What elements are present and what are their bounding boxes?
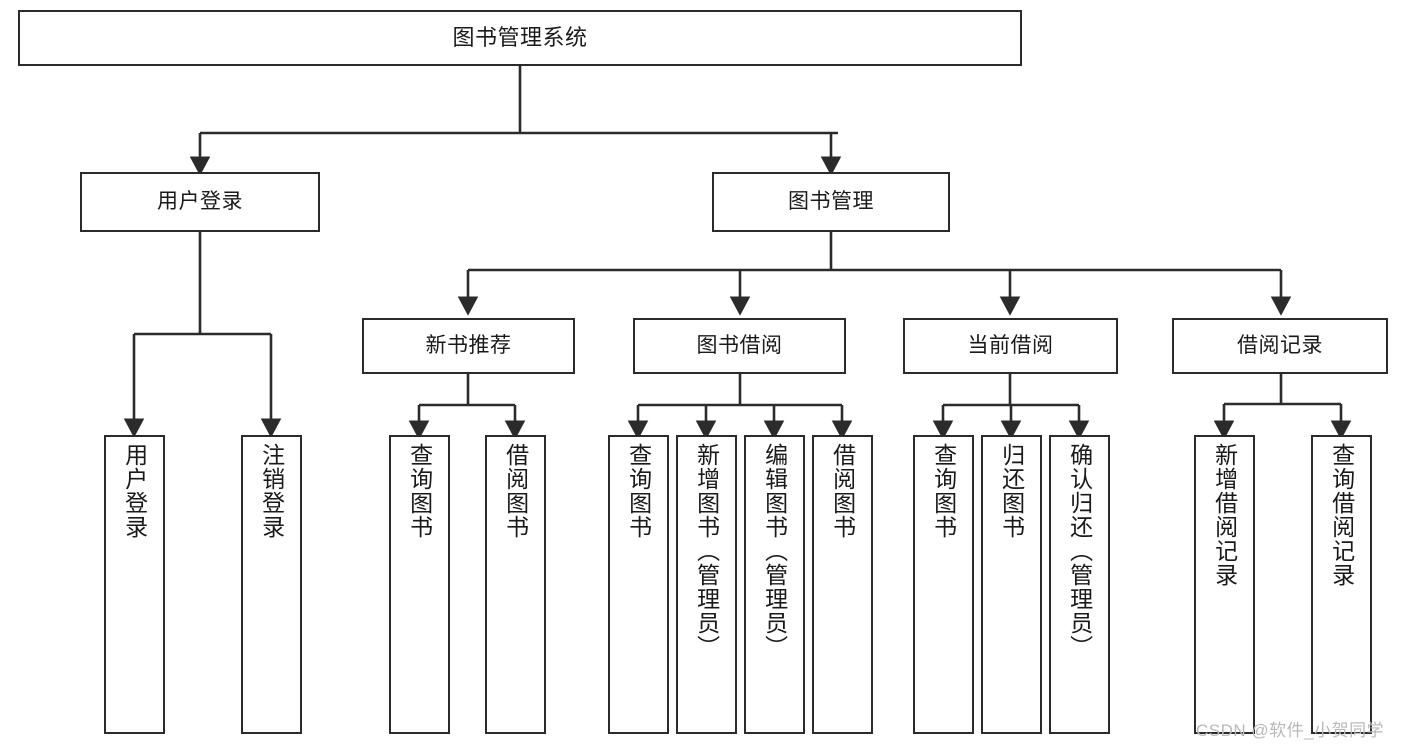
node-label: 确认归还（管理员） [1066, 443, 1093, 659]
leaf-borrow-book-2[interactable]: 借阅图书 [812, 435, 873, 734]
node-label: 查询图书 [406, 443, 433, 539]
node-label: 编辑图书（管理员） [761, 443, 788, 659]
leaf-borrow-book-1[interactable]: 借阅图书 [485, 435, 546, 734]
node-label: 借阅图书 [502, 443, 529, 539]
node-label: 借阅图书 [829, 443, 856, 539]
node-label: 注销登录 [258, 443, 285, 539]
node-current-borrow[interactable]: 当前借阅 [903, 318, 1118, 374]
leaf-query-book-3[interactable]: 查询图书 [913, 435, 974, 734]
node-label: 查询借阅记录 [1328, 443, 1355, 587]
leaf-query-record[interactable]: 查询借阅记录 [1311, 435, 1372, 734]
node-label: 新增图书（管理员） [693, 443, 720, 659]
leaf-user-login[interactable]: 用户登录 [104, 435, 165, 734]
node-book-manage[interactable]: 图书管理 [712, 172, 950, 232]
node-book-borrow[interactable]: 图书借阅 [633, 318, 846, 374]
node-label: 新书推荐 [425, 333, 512, 357]
node-label: 图书借阅 [696, 333, 783, 357]
node-label: 图书管理 [788, 189, 874, 213]
node-root-system[interactable]: 图书管理系统 [18, 10, 1022, 66]
node-label: 归还图书 [998, 443, 1025, 539]
node-label: 当前借阅 [967, 333, 1054, 357]
leaf-add-record[interactable]: 新增借阅记录 [1194, 435, 1255, 734]
node-label: 查询图书 [625, 443, 652, 539]
leaf-return-book[interactable]: 归还图书 [981, 435, 1042, 734]
leaf-edit-book[interactable]: 编辑图书（管理员） [744, 435, 805, 734]
node-label: 新增借阅记录 [1211, 443, 1238, 587]
node-user-login[interactable]: 用户登录 [80, 172, 320, 232]
csdn-watermark: CSDN @软件_小贺同学 [1196, 721, 1385, 740]
leaf-logout[interactable]: 注销登录 [241, 435, 302, 734]
leaf-confirm-return[interactable]: 确认归还（管理员） [1049, 435, 1110, 734]
node-label: 查询图书 [930, 443, 957, 539]
node-label: 图书管理系统 [452, 25, 588, 51]
node-label: 借阅记录 [1237, 333, 1323, 357]
node-label: 用户登录 [157, 189, 243, 213]
node-borrow-record[interactable]: 借阅记录 [1172, 318, 1388, 374]
node-new-book-rec[interactable]: 新书推荐 [362, 318, 575, 374]
leaf-query-book-1[interactable]: 查询图书 [389, 435, 450, 734]
node-label: 用户登录 [121, 443, 148, 539]
leaf-add-book[interactable]: 新增图书（管理员） [676, 435, 737, 734]
leaf-query-book-2[interactable]: 查询图书 [608, 435, 669, 734]
